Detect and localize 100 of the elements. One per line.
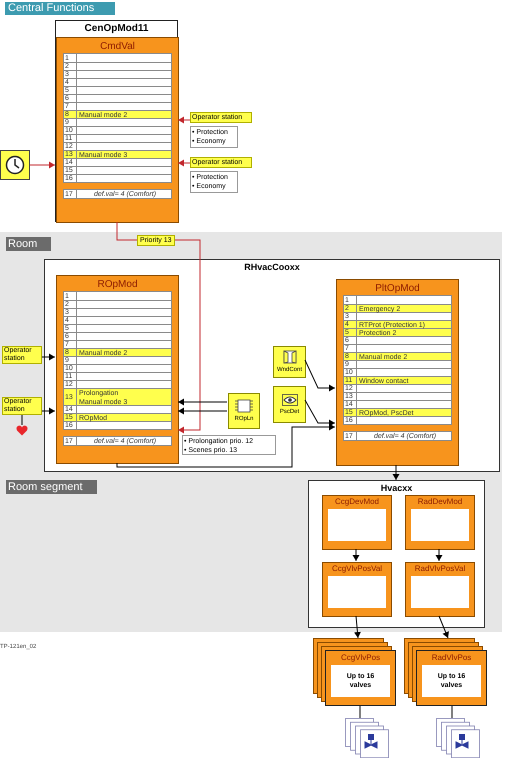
table-row [343, 401, 452, 409]
table-row [63, 95, 172, 103]
table-row [63, 341, 172, 349]
table-row [63, 119, 172, 127]
zone-label: Room segment [6, 480, 97, 494]
table-row [343, 345, 452, 353]
table-row [63, 406, 172, 414]
valve-stack-drawing [345, 718, 391, 758]
table-row [63, 381, 172, 389]
table-row [343, 337, 452, 345]
block-stack [404, 638, 487, 706]
heart-icon [16, 425, 28, 436]
group-title: Hvacxx [380, 482, 412, 495]
table-row [343, 369, 452, 377]
table-row [63, 436, 172, 446]
table-row [63, 333, 172, 341]
arrow [352, 548, 360, 562]
function-block [322, 562, 392, 617]
arrow [392, 464, 400, 480]
table-row [63, 103, 172, 111]
zone-label: Room [6, 237, 52, 251]
module-title: CenOpMod11 [84, 22, 148, 36]
table-row [63, 71, 172, 79]
table-row [63, 87, 172, 95]
arrow [178, 408, 228, 414]
function-block [405, 562, 475, 617]
timer-tile [0, 150, 30, 180]
group-title: RHvacCooxx [244, 261, 300, 274]
sensor-tile [273, 346, 306, 378]
table-row [63, 53, 172, 63]
table-row [63, 167, 172, 175]
table-row [63, 414, 172, 422]
table-row [63, 143, 172, 151]
table-row [343, 329, 452, 337]
table-row [343, 353, 452, 361]
table-row [63, 317, 172, 325]
arrow [178, 398, 228, 406]
arrow [30, 162, 56, 168]
block-title: ROpMod [97, 279, 138, 291]
group-frame [44, 259, 500, 472]
arrow [304, 360, 336, 392]
table-row [343, 409, 452, 417]
table-row [63, 301, 172, 309]
note-box [182, 435, 276, 455]
table-row [63, 175, 172, 183]
function-block [56, 275, 179, 464]
note-box [190, 171, 238, 193]
source-tag [190, 112, 252, 123]
section-heading: Central Functions [5, 2, 115, 15]
block-stack [313, 638, 396, 706]
source-tag [2, 397, 42, 415]
block-title: RadVlvPosVal [414, 563, 466, 575]
table-row [63, 79, 172, 87]
arrow [178, 160, 190, 166]
arrow [436, 548, 442, 562]
table-row [63, 325, 172, 333]
table-row [63, 389, 172, 406]
block-title: CcgVlvPosVal [332, 563, 382, 575]
table-row [63, 151, 172, 159]
block-title: RadVlvPos [432, 652, 472, 664]
source-tag [190, 157, 252, 168]
table-row [343, 313, 452, 321]
arrow [42, 408, 56, 414]
block-title: CcgVlvPos [340, 652, 380, 664]
table-row [343, 417, 452, 425]
table-row [63, 63, 172, 71]
function-block [405, 495, 475, 550]
table-row [63, 159, 172, 167]
table-row [343, 431, 452, 441]
block-title: PltOpMod [375, 283, 420, 295]
arrow [116, 424, 336, 468]
table-row [343, 295, 452, 305]
table-row [343, 377, 452, 385]
table-row [343, 305, 452, 313]
table-row [343, 393, 452, 401]
table-row [63, 365, 172, 373]
note-box [190, 126, 238, 148]
arrow [178, 116, 190, 124]
table-row [63, 291, 172, 301]
block-title: CcgDevMod [334, 496, 379, 508]
zone-band [0, 475, 502, 632]
valve-stack-drawing [436, 718, 482, 758]
arrow [42, 354, 56, 360]
function-block [322, 495, 392, 550]
sensor-tile [273, 386, 306, 423]
table-row [63, 127, 172, 135]
table-row [63, 349, 172, 357]
table-row [63, 189, 172, 199]
block-title: CmdVal [100, 41, 135, 53]
arrow [354, 616, 361, 638]
zone-band [0, 232, 502, 475]
table-row [63, 373, 172, 381]
table-row [343, 385, 452, 393]
block-title: RadDevMod [418, 496, 462, 508]
arrow [438, 616, 449, 638]
function-block [336, 279, 459, 466]
table-row [343, 361, 452, 369]
source-tag [2, 346, 42, 364]
group-frame [308, 480, 485, 628]
table-row [63, 309, 172, 317]
